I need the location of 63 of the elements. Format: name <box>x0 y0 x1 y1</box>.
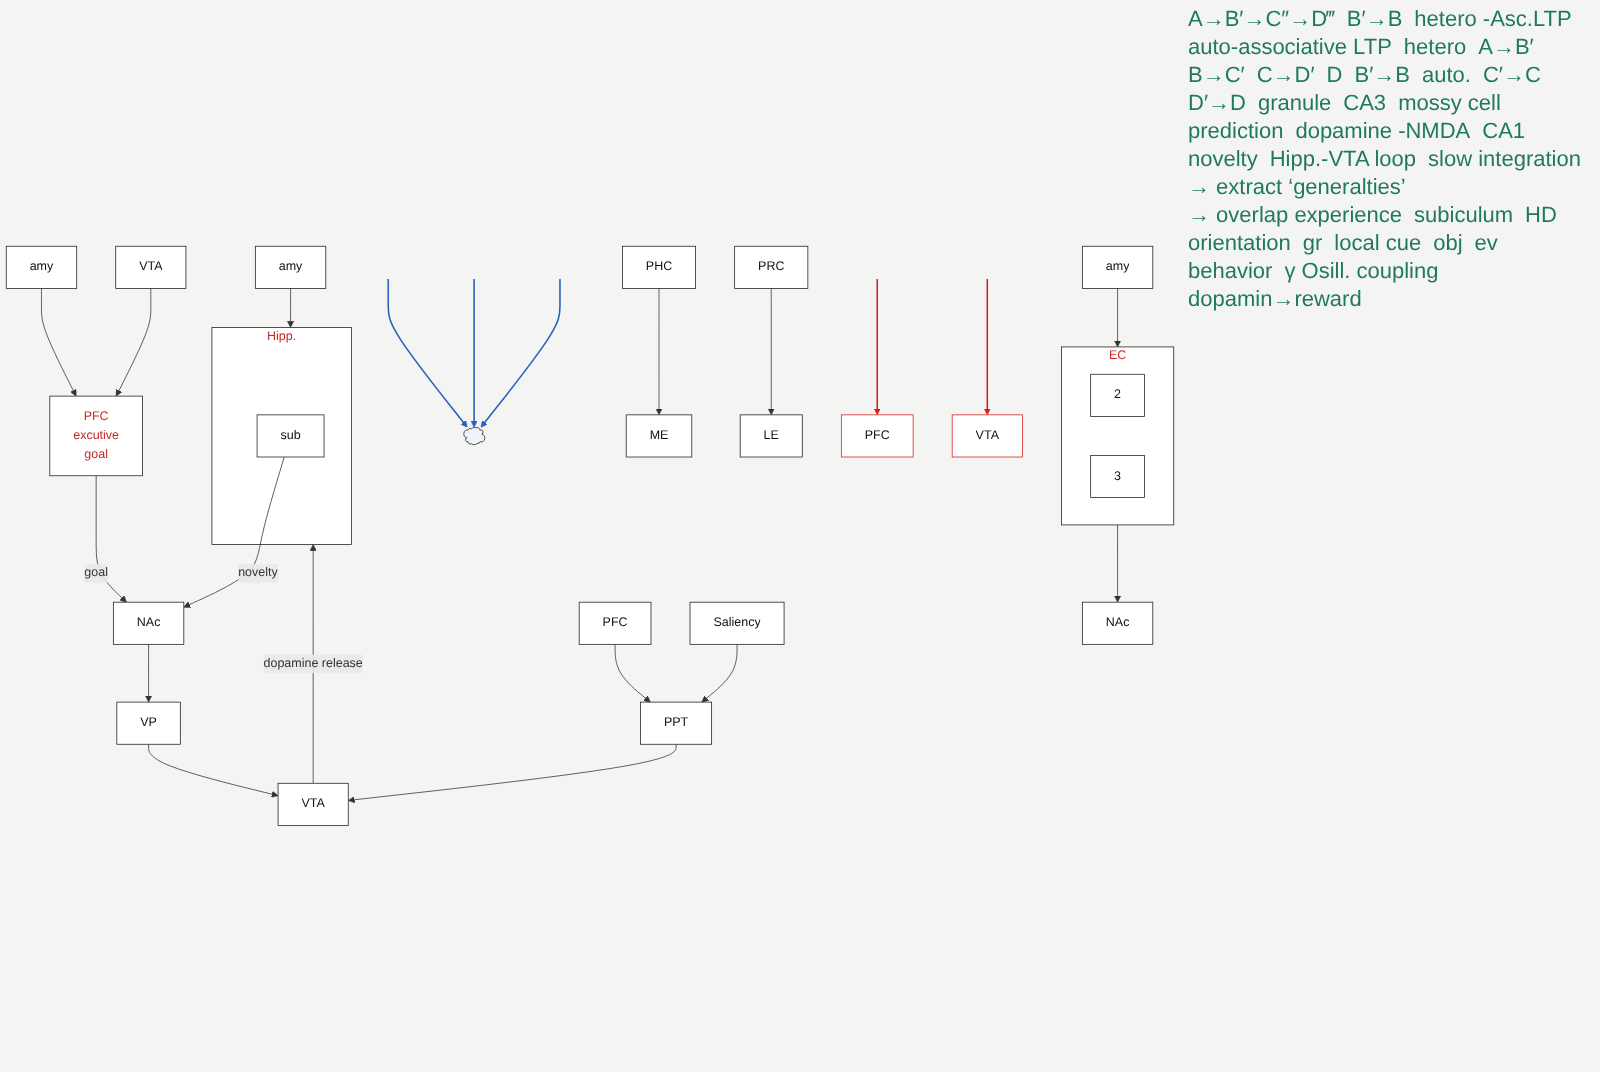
note-label: mossy cell <box>1398 92 1501 116</box>
node-box <box>116 701 181 745</box>
node-box <box>5 246 78 289</box>
node-box <box>625 414 693 458</box>
node-box <box>49 395 143 477</box>
cluster <box>211 327 352 545</box>
note-label: auto-associative LTP <box>1188 36 1392 60</box>
arrow <box>470 278 478 428</box>
node-box <box>734 246 809 289</box>
note-label: ev <box>1474 232 1498 256</box>
node-box <box>115 246 187 289</box>
node-box <box>739 414 803 458</box>
note-label: → extract ‘generalties’ <box>1188 176 1406 200</box>
node-box <box>622 246 696 289</box>
note-label: obj <box>1433 232 1463 256</box>
note-label: local cue <box>1334 232 1422 256</box>
note-label: HD <box>1525 204 1557 228</box>
node-box <box>254 246 327 289</box>
node-box <box>1081 246 1154 289</box>
node-box <box>951 414 1023 458</box>
note-label: B→C′ <box>1188 64 1245 88</box>
note-label: dopamin→reward <box>1188 288 1362 312</box>
note-label: slow integration <box>1428 148 1581 172</box>
arrow <box>873 278 881 416</box>
node-box <box>1081 601 1154 645</box>
cluster <box>1061 346 1175 526</box>
note-label: → overlap experience <box>1188 204 1403 228</box>
node-box <box>256 414 325 458</box>
note-label: hetero -Asc.LTP <box>1414 8 1572 32</box>
note-label: C→D′ <box>1256 64 1315 88</box>
node-box <box>277 783 349 826</box>
node-box <box>640 701 712 745</box>
note-label: A→B′ <box>1478 36 1534 60</box>
note-label: A→B′→C″→D‴ <box>1188 8 1335 32</box>
note-label: granule <box>1257 92 1332 116</box>
node-box <box>689 601 785 645</box>
note-label: CA3 <box>1343 92 1387 116</box>
note-label: dopamine -NMDA <box>1295 120 1471 144</box>
node-box <box>578 601 652 645</box>
node-box <box>1090 455 1145 499</box>
note-label: hetero <box>1403 36 1467 60</box>
arrow <box>480 278 561 428</box>
note-label: prediction <box>1188 120 1284 144</box>
note-label: B′→B <box>1346 8 1403 32</box>
note-label: D <box>1326 64 1343 88</box>
node-box <box>113 601 185 645</box>
note-label: B′→B <box>1354 64 1410 88</box>
note-label: γ Osill. coupling <box>1284 260 1439 284</box>
note-label: subiculum <box>1414 204 1514 228</box>
note-label: novelty <box>1188 148 1258 172</box>
node-box <box>840 414 914 458</box>
note-label: Hipp.-VTA loop <box>1269 148 1417 172</box>
note-label: orientation <box>1188 232 1291 256</box>
arrow <box>387 278 468 428</box>
node-cloud <box>463 427 486 446</box>
arrow <box>983 278 991 416</box>
node-box <box>1090 374 1145 417</box>
note-label: auto. <box>1422 64 1471 88</box>
note-label: behavior <box>1188 260 1273 284</box>
note-label: D′→D <box>1188 92 1246 116</box>
note-label: C′→C <box>1482 64 1541 88</box>
note-label: gr <box>1302 232 1323 256</box>
note-label: CA1 <box>1482 120 1526 144</box>
